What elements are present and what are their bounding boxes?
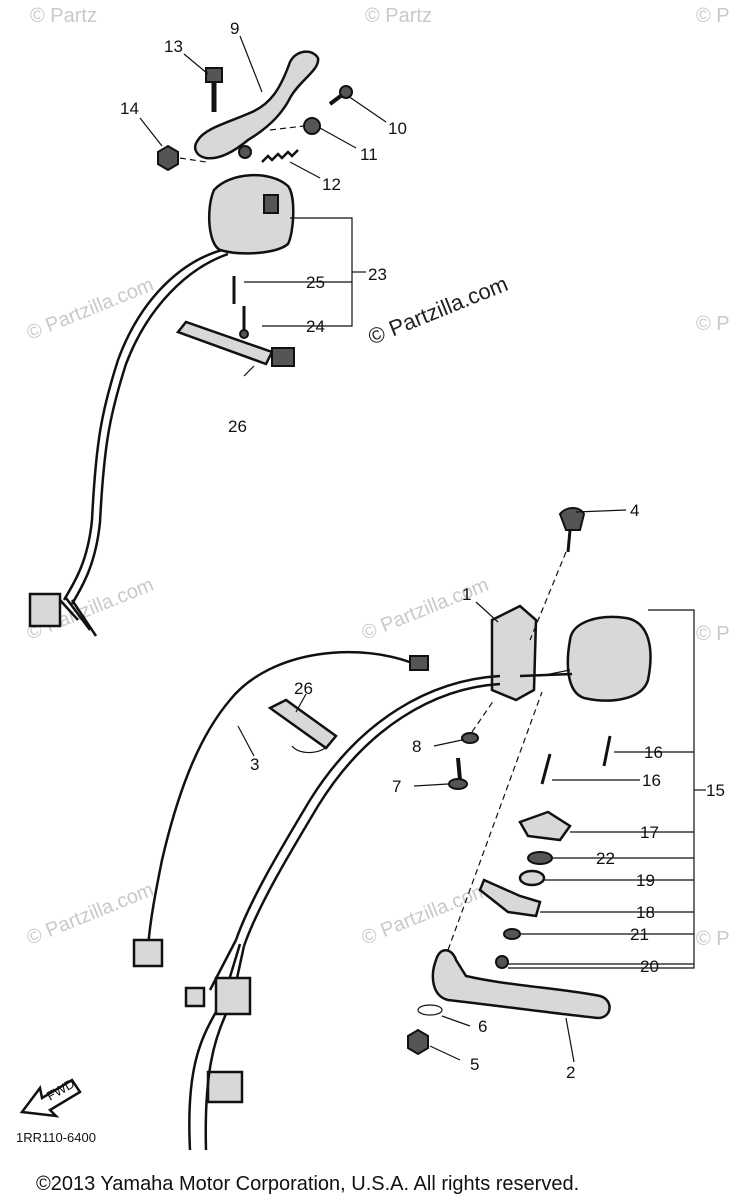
callout-15: 15 <box>706 781 725 800</box>
lower-switch-housing-icon <box>566 615 652 702</box>
cable-tie-lower-icon <box>267 698 338 750</box>
screw-4-icon <box>558 507 586 531</box>
nut-small-icon <box>303 117 321 135</box>
callout-16a: 16 <box>644 743 663 762</box>
nut-5-icon <box>407 1028 429 1056</box>
upper-cable <box>62 248 223 601</box>
callout-23: 23 <box>368 265 387 284</box>
lever-icon <box>194 50 320 160</box>
callout-11: 11 <box>360 145 378 164</box>
watermark-corner-r1: © P <box>696 313 730 335</box>
callout-13: 13 <box>164 37 183 56</box>
callout-8: 8 <box>412 737 421 756</box>
screw-7-icon <box>456 757 462 781</box>
upper-switch-assembly <box>28 50 366 637</box>
callout-19: 19 <box>636 871 655 890</box>
callout-12: 12 <box>322 175 341 194</box>
part-19-icon <box>518 869 546 887</box>
connector-lower-icon <box>214 976 252 1016</box>
callout-20: 20 <box>640 957 659 976</box>
callout-17: 17 <box>640 823 659 842</box>
callout-16b: 16 <box>642 771 661 790</box>
part-21-icon <box>503 928 521 940</box>
cable-tie-icon <box>175 320 274 366</box>
screw-16b-icon <box>540 753 552 785</box>
lower-switch-assembly <box>132 507 706 1151</box>
callout-4: 4 <box>630 501 639 520</box>
diagram-code: 1RR110-6400 <box>16 1130 96 1145</box>
watermark-repeat-5: © Partzilla.com <box>359 879 492 950</box>
watermark-corner-r3: © P <box>696 928 730 950</box>
washer-6-icon <box>417 1004 443 1016</box>
forward-arrow: FWD <box>19 1076 82 1118</box>
callout-10: 10 <box>388 119 407 138</box>
bolt-head-icon <box>205 67 223 83</box>
forward-arrow-icon <box>19 1078 82 1118</box>
watermark-corner-r2: © P <box>696 623 730 645</box>
callout-1: 1 <box>462 585 471 604</box>
switch-housing-icon <box>208 174 295 255</box>
part-20-icon <box>495 955 509 969</box>
callout-5: 5 <box>470 1055 479 1074</box>
callouts: 9 13 14 10 11 12 23 25 24 26 4 1 26 3 8 … <box>120 19 725 1082</box>
holder-icon <box>490 604 538 702</box>
callout-25: 25 <box>306 273 325 292</box>
connector-icon <box>28 592 62 628</box>
callout-18: 18 <box>636 903 655 922</box>
callout-9: 9 <box>230 19 239 38</box>
callout-22: 22 <box>596 849 615 868</box>
watermark-corner-tl: © Partz <box>30 5 97 27</box>
clutch-lever-icon <box>431 949 611 1020</box>
cable-3 <box>146 650 421 949</box>
part-17-icon <box>518 810 572 842</box>
callout-14: 14 <box>120 99 139 118</box>
lever-pivot-icon <box>238 145 252 159</box>
nut-icon <box>157 144 179 172</box>
callout-2: 2 <box>566 1063 575 1082</box>
watermark-corner-tm: © Partz <box>365 5 432 27</box>
part-18-icon <box>478 878 542 918</box>
spring-icon <box>261 149 299 163</box>
switch-button-icon <box>263 194 279 214</box>
callout-26-lower: 26 <box>294 679 313 698</box>
lower-cable <box>234 674 501 941</box>
watermark-corner-tr: © P <box>696 5 730 27</box>
leader-lines <box>139 35 694 1063</box>
washer-8-icon <box>461 732 479 744</box>
callout-21: 21 <box>630 925 649 944</box>
callout-6: 6 <box>478 1017 487 1036</box>
callout-24: 24 <box>306 317 325 336</box>
callout-3: 3 <box>250 755 259 774</box>
screw-16a-icon <box>602 735 612 767</box>
watermark-repeat-3: © Partzilla.com <box>359 574 492 645</box>
copyright-footer: ©2013 Yamaha Motor Corporation, U.S.A. A… <box>36 1173 579 1195</box>
callout-7: 7 <box>392 777 401 796</box>
callout-26-upper: 26 <box>228 417 247 436</box>
part-22-icon <box>527 851 553 865</box>
watermark-repeat-1: © Partzilla.com <box>24 274 157 345</box>
